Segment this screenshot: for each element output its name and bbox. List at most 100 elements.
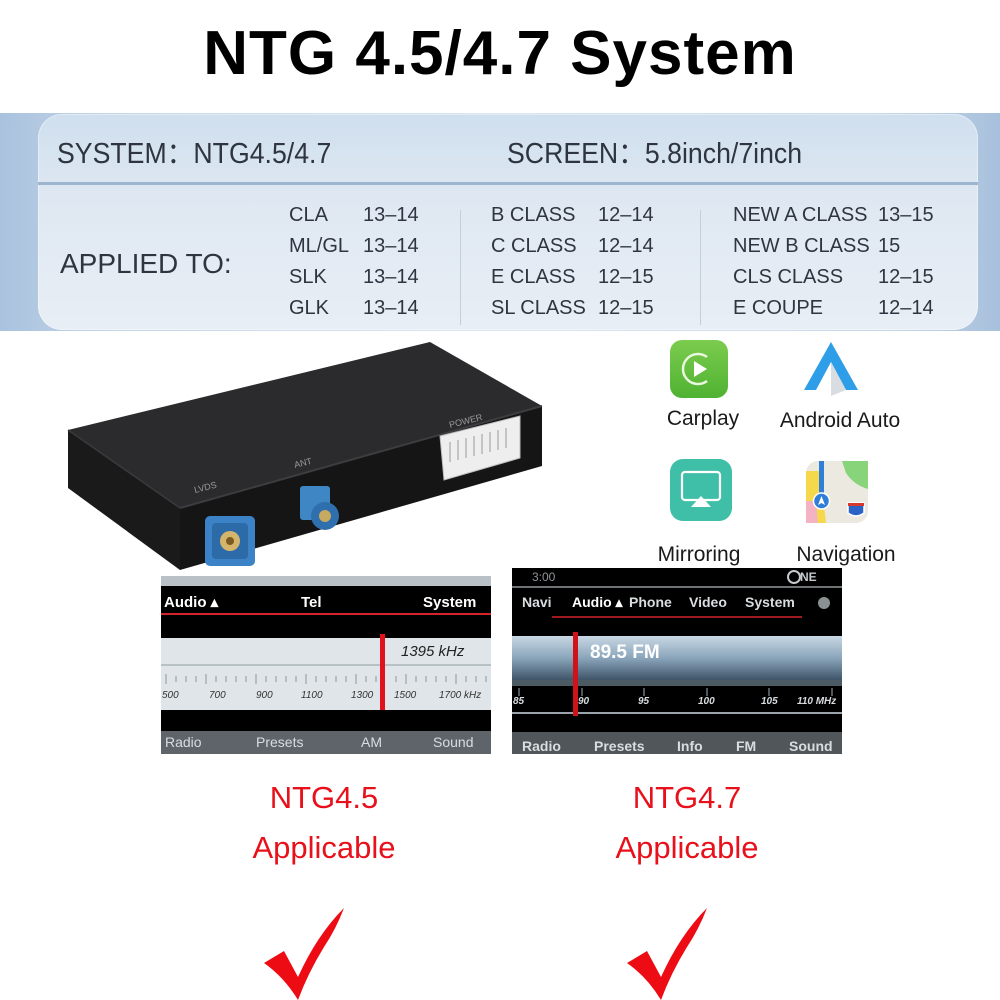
android-auto-icon (804, 342, 858, 396)
ntg45-scale-label: 1700 kHz (439, 690, 481, 701)
ntg47-radio-screen: 3:00 NE Navi Audio ▴ Phone Video System … (512, 568, 842, 754)
model-name: CLS CLASS (733, 266, 844, 288)
model-years: 13–14 (363, 204, 419, 226)
model-name: C CLASS (491, 235, 577, 257)
spec-panel (38, 114, 978, 330)
ntg45-scale-label: 900 (256, 690, 273, 701)
model-years: 12–14 (598, 235, 654, 257)
ntg45-menu-system: System (423, 594, 476, 611)
model-row: CLA 13–14 (289, 204, 419, 235)
ntg45-scale-label: 1500 (394, 690, 417, 701)
page-title: NTG 4.5/4.7 System (203, 19, 797, 88)
compat-version: NTG4.5 (269, 780, 379, 815)
ntg47-scale-label: 105 (761, 696, 778, 707)
model-name: GLK (289, 297, 330, 319)
ntg47-softkey-fm: FM (736, 738, 756, 754)
ntg45-softkey-sound: Sound (433, 734, 473, 750)
ntg47-scale-label: 95 (638, 696, 650, 707)
carplay-icon (670, 340, 728, 398)
model-name: SL CLASS (491, 297, 586, 319)
checkmark-icon (264, 908, 344, 1000)
model-name: CLA (289, 204, 328, 226)
ntg47-compass: NE (800, 570, 817, 584)
feature-label: Android Auto (779, 409, 901, 432)
model-row: NEW A CLASS 13–15 (733, 204, 934, 235)
navigation-icon (806, 461, 868, 523)
ntg45-scale-label: 1100 (301, 690, 323, 701)
compat-ntg47: NTG4.7 Applicable (557, 773, 817, 873)
model-row: NEW B CLASS 15 (733, 235, 934, 266)
model-years: 13–14 (363, 266, 419, 288)
ntg47-menu-system: System (745, 594, 795, 610)
ntg47-softkey-sound: Sound (789, 738, 833, 754)
model-row: C CLASS 12–14 (491, 235, 654, 266)
column-separator (700, 210, 701, 325)
model-column-2: B CLASS 12–14 C CLASS 12–14 E CLASS 12–15 S… (491, 204, 654, 328)
model-row: E COUPE 12–14 (733, 297, 934, 328)
feature-label: Navigation (796, 543, 896, 566)
ntg47-softkey-presets: Presets (594, 738, 645, 754)
mirroring-icon (670, 459, 732, 521)
ntg45-radio-screen: Audio ▴ Tel System 1395 kHz 500 700 900 … (161, 576, 491, 754)
ntg47-scale-label: 85 (513, 696, 525, 707)
model-name: E CLASS (491, 266, 576, 288)
column-separator (460, 210, 461, 325)
ntg45-softkey-radio: Radio (165, 734, 202, 750)
model-row: ML/GL 13–14 (289, 235, 419, 266)
model-years: 12–15 (598, 266, 654, 288)
model-row: CLS CLASS 12–15 (733, 266, 934, 297)
applied-to-label: APPLIED TO: (60, 248, 232, 279)
model-row: SL CLASS 12–15 (491, 297, 654, 328)
model-name: ML/GL (289, 235, 350, 257)
ntg45-frequency: 1395 kHz (401, 643, 465, 660)
model-years: 13–14 (363, 297, 419, 319)
ntg47-scale-label: 100 (698, 696, 715, 707)
ntg47-softkey-radio: Radio (522, 738, 561, 754)
ntg47-menu-navi: Navi (522, 594, 552, 610)
ntg47-menu-video: Video (689, 594, 727, 610)
model-years: 12–14 (598, 204, 654, 226)
model-row: GLK 13–14 (289, 297, 419, 328)
port-label-ant: ANT (293, 456, 313, 470)
model-years: 15 (878, 235, 901, 257)
compat-ntg45: NTG4.5 Applicable (194, 773, 454, 873)
model-years: 12–14 (878, 297, 934, 319)
checkmark-icon (627, 908, 707, 1000)
ntg45-scale-label: 1300 (351, 690, 374, 701)
model-years: 12–15 (598, 297, 654, 319)
interface-box-image: LVDS ANT POWER (67, 342, 543, 570)
compat-status: Applicable (615, 830, 759, 865)
ntg45-menu-audio: Audio ▴ (164, 594, 219, 611)
model-row: E CLASS 12–15 (491, 266, 654, 297)
ntg45-softkey-am: AM (361, 734, 382, 750)
ntg47-clock: 3:00 (532, 570, 556, 584)
feature-label: Carplay (666, 407, 740, 430)
ntg47-tuning-needle (573, 632, 578, 716)
ntg47-menu-phone: Phone (629, 594, 672, 610)
ntg47-menu-audio: Audio ▴ (572, 594, 624, 610)
model-name: B CLASS (491, 204, 576, 226)
model-name: NEW A CLASS (733, 204, 868, 226)
compat-status: Applicable (252, 830, 396, 865)
ntg47-softkey-info: Info (677, 738, 703, 754)
feature-label: Mirroring (657, 543, 741, 566)
system-spec: SYSTEM：NTG4.5/4.7 (57, 138, 332, 170)
model-name: NEW B CLASS (733, 235, 870, 257)
ntg47-scale-label: 90 (578, 696, 590, 707)
model-years: 12–15 (878, 266, 934, 288)
ntg47-scale-label: 110 MHz (797, 696, 836, 707)
ntg45-softkey-presets: Presets (256, 734, 303, 750)
screen-spec: SCREEN：5.8inch/7inch (507, 138, 803, 170)
model-years: 13–15 (878, 204, 934, 226)
model-years: 13–14 (363, 235, 419, 257)
ntg45-tuning-needle (380, 634, 385, 710)
ntg45-scale-label: 700 (209, 690, 226, 701)
ntg47-frequency: 89.5 FM (590, 642, 660, 663)
model-name: E COUPE (733, 297, 824, 319)
ntg45-scale-label: 500 (162, 690, 179, 701)
model-column-3: NEW A CLASS 13–15 NEW B CLASS 15 CLS CLASS… (733, 204, 934, 328)
model-row: B CLASS 12–14 (491, 204, 654, 235)
ntg45-menu-tel: Tel (301, 594, 322, 611)
